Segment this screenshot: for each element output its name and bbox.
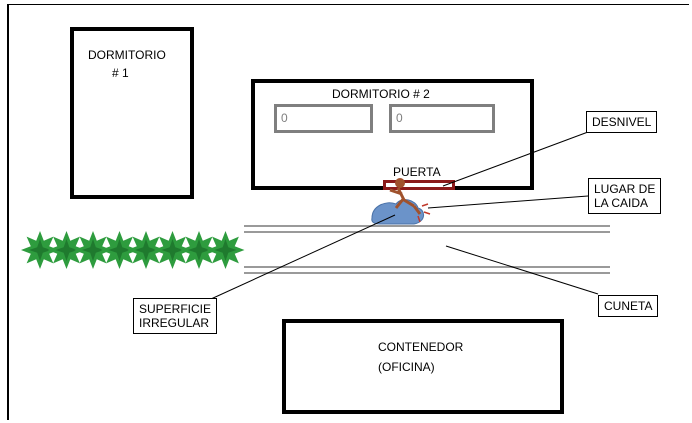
- road-upper-edge: [244, 225, 610, 233]
- dormitorio-1-label-line2: # 1: [112, 66, 129, 80]
- hedge-shrub-core: [108, 239, 131, 261]
- dormitorio-2-label: DORMITORIO # 2: [332, 87, 430, 101]
- desnivel-text: DESNIVEL: [592, 115, 652, 129]
- hedge-shrub-core: [188, 239, 210, 261]
- contenedor-label-line2: (OFICINA): [378, 360, 435, 374]
- puerta-label: PUERTA: [393, 165, 441, 179]
- hedge-shrub-core: [55, 239, 78, 261]
- window-left: [274, 104, 373, 133]
- leader-cuneta: [445, 245, 599, 295]
- window-right-glyph: 0: [396, 111, 403, 125]
- cuneta-text: CUNETA: [604, 299, 653, 313]
- window-left-glyph: 0: [281, 111, 288, 125]
- road-lower-edge: [244, 266, 610, 274]
- callout-superficie-irregular: SUPERFICIE IRREGULAR: [133, 298, 218, 334]
- contenedor-building: [282, 319, 564, 414]
- contenedor-label-line1: CONTENEDOR: [378, 340, 464, 354]
- dormitorio-1-label-line1: DORMITORIO: [88, 48, 166, 62]
- falling-person-icon: [389, 178, 431, 223]
- callout-desnivel: DESNIVEL: [586, 111, 658, 133]
- callout-lugar-caida: LUGAR DE LA CAIDA: [588, 178, 662, 214]
- hedge-shrub-core: [135, 239, 157, 261]
- hedge-shrub-core: [82, 239, 104, 261]
- dormitorio-1-building: [70, 27, 194, 199]
- window-right: [389, 104, 495, 133]
- door: [383, 180, 455, 190]
- hedge-shrub-core: [214, 239, 237, 261]
- superficie-line1: SUPERFICIE: [139, 302, 212, 316]
- hedge-shrub-core: [161, 239, 184, 261]
- superficie-line2: IRREGULAR: [139, 316, 210, 330]
- leader-lugar-caida: [427, 195, 589, 209]
- leader-superficie: [199, 214, 396, 305]
- leader-desnivel: [442, 131, 589, 187]
- site-plan-frame: [7, 4, 689, 420]
- hedge-shrub-core: [29, 239, 51, 261]
- hedge-shrubs: [21, 231, 245, 269]
- callout-cuneta: CUNETA: [598, 295, 659, 317]
- irregular-surface-puddle: [371, 199, 424, 225]
- lugar-caida-line1: LUGAR DE: [594, 182, 656, 196]
- lugar-caida-line2: LA CAIDA: [594, 196, 649, 210]
